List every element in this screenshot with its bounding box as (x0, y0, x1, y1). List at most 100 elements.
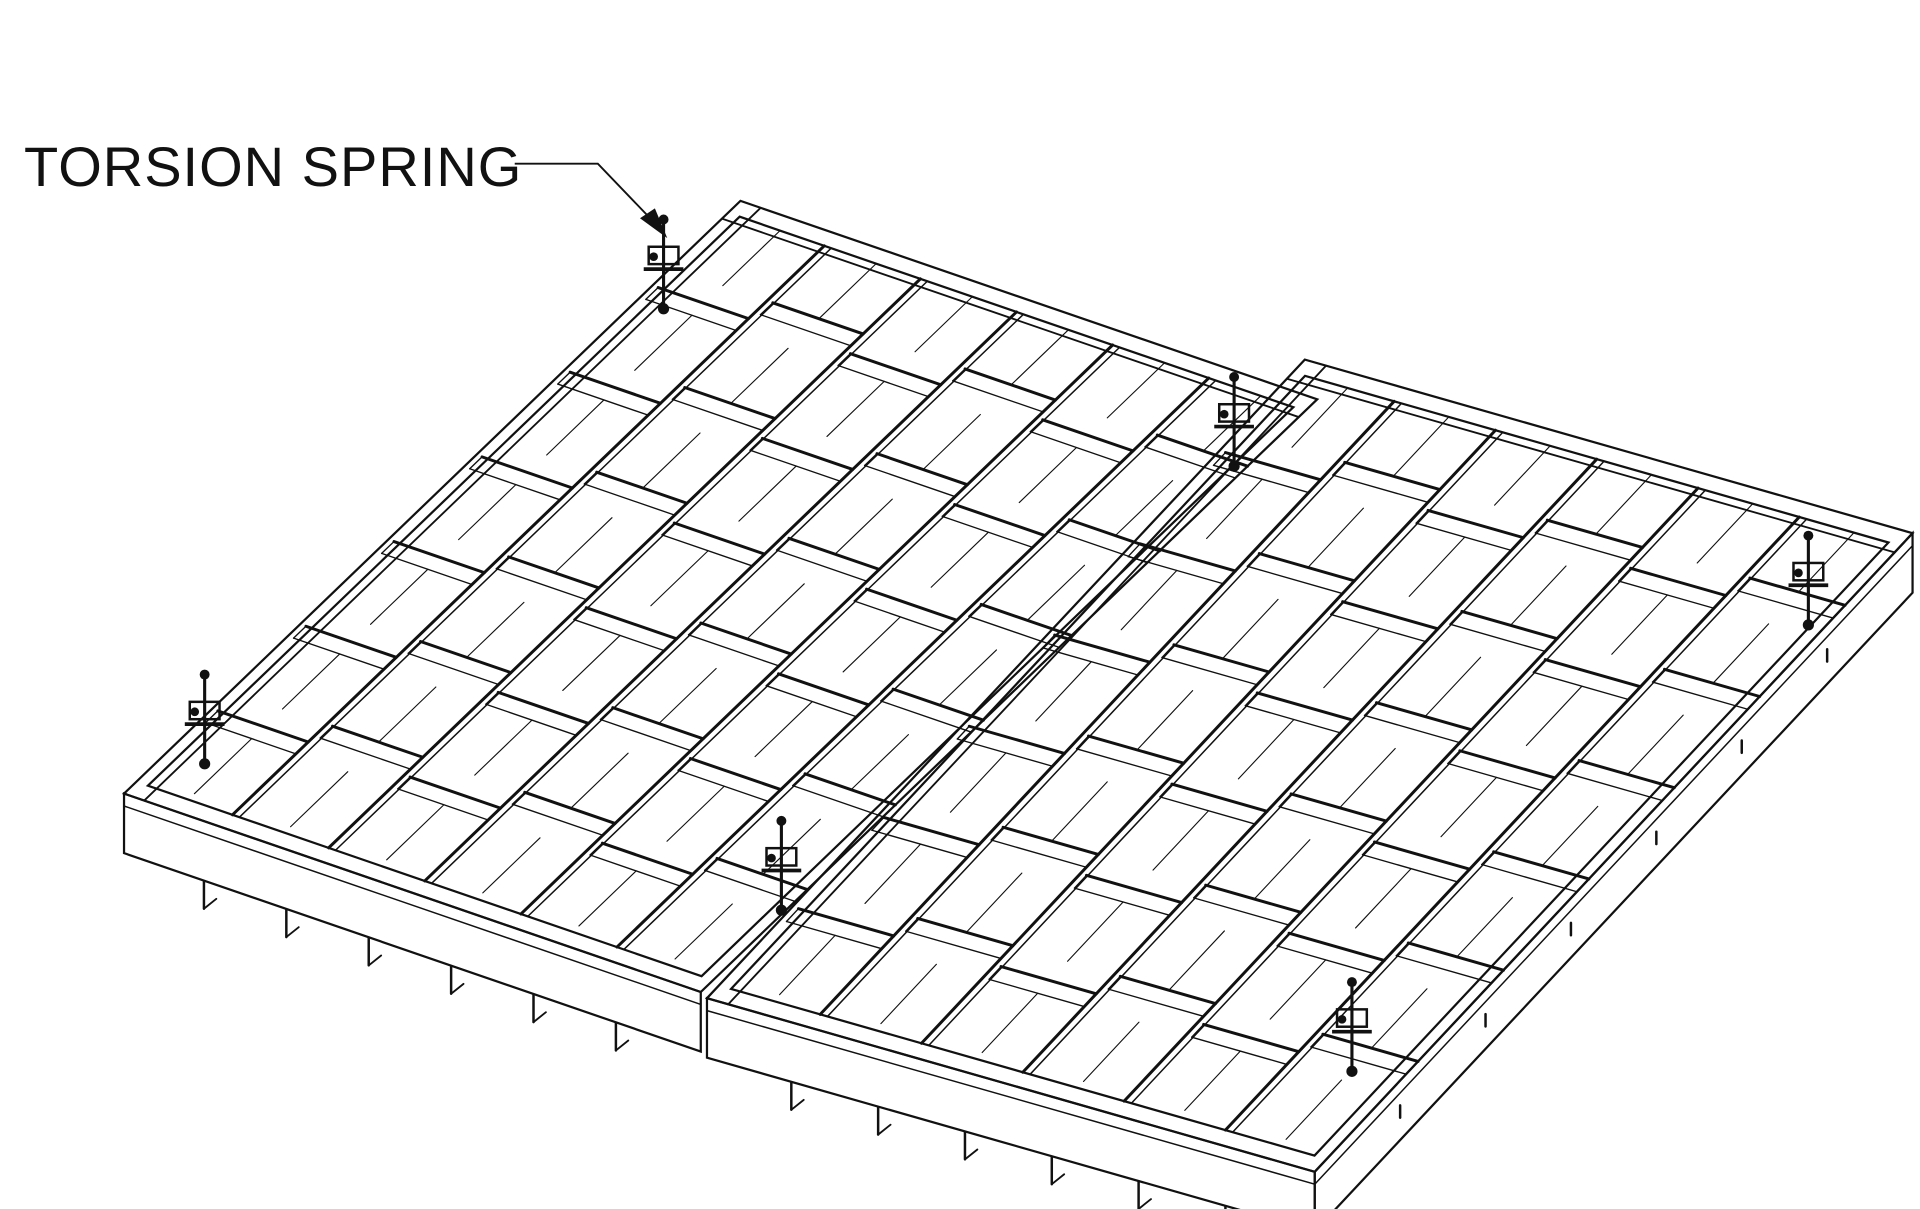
cross-bar-edge (380, 552, 473, 586)
cross-bar (584, 606, 679, 641)
cross-bar (1287, 931, 1386, 962)
cross-bar-edge (1144, 446, 1236, 479)
cell-rib (730, 347, 789, 404)
cell-rib (642, 432, 701, 489)
cross-bar-end (319, 725, 334, 739)
cross-bar (688, 757, 783, 792)
cross-bar (672, 521, 767, 556)
cell-rib (658, 667, 717, 725)
support-tab-foot (964, 1148, 979, 1161)
cell-rib (1307, 507, 1364, 569)
front-face-lip-right (706, 1009, 1316, 1185)
cross-bar-end (990, 826, 1004, 841)
cross-bar (1041, 418, 1135, 453)
torsion-spring-hinge-pin (1802, 619, 1814, 631)
cross-bar (865, 587, 959, 622)
cross-bar-end (292, 625, 307, 639)
cell-rib (834, 498, 893, 555)
cross-bar-end (1566, 759, 1580, 774)
cross-bar (875, 452, 969, 487)
cross-bar-edge (292, 637, 385, 670)
torsion-spring-coil-top (1346, 977, 1357, 988)
torsion-spring-coil (649, 252, 658, 262)
torsion-spring-bracket (647, 245, 680, 266)
cross-bar (1629, 566, 1728, 597)
cross-bar-edge (589, 854, 682, 887)
cell-rib (1408, 536, 1466, 597)
torsion-spring-hinge-pin (199, 758, 211, 770)
cross-bar-edge (1395, 955, 1493, 984)
cross-bar-end (1449, 610, 1463, 625)
cell-rib (826, 380, 885, 437)
cross-bar-edge (956, 738, 1054, 767)
cross-bar (507, 555, 601, 590)
cross-bar (419, 640, 513, 675)
cell-rib (779, 934, 836, 996)
cross-bar-end (1651, 668, 1666, 683)
cell-rib (1237, 718, 1295, 780)
cross-bar (496, 690, 591, 725)
torsion-spring-coil (190, 707, 200, 717)
cross-bar-end (1073, 874, 1088, 889)
cross-bar-edge (749, 449, 842, 482)
cell-rib (1010, 329, 1069, 386)
cell-rib (1051, 781, 1108, 842)
cross-bar-end (1310, 1033, 1324, 1048)
cross-bar (963, 367, 1057, 402)
cross-bar-edge (583, 483, 676, 516)
cell-rib (378, 686, 437, 743)
cross-bar-end (1107, 975, 1121, 990)
cell-rib (938, 649, 998, 706)
cross-bar (1545, 518, 1644, 549)
cross-bar-edge (1127, 555, 1225, 585)
cross-bar (1577, 759, 1676, 790)
cell-rib (666, 785, 725, 842)
cell-rib (1206, 478, 1263, 540)
longitudinal-bar (1122, 486, 1700, 1103)
cross-bar-end (749, 437, 764, 451)
longitudinal-bar-edge (430, 313, 1025, 885)
torsion-spring-hinge-pin (1228, 460, 1240, 472)
cross-bar (803, 772, 897, 807)
torsion-spring-bracket (1335, 1008, 1369, 1028)
cross-bar (1662, 667, 1762, 698)
cross-bar-edge (485, 703, 577, 736)
support-tab-foot (1050, 1173, 1066, 1186)
cross-bar-edge (1193, 897, 1290, 926)
cross-bar-edge (792, 784, 884, 818)
cross-bar (848, 352, 943, 387)
cross-bar-end (204, 710, 219, 724)
cell-rib (1440, 776, 1498, 838)
cross-bar-end (775, 537, 790, 551)
cross-bar (760, 436, 855, 471)
cross-bar-end (703, 857, 718, 871)
cross-bar (953, 502, 1047, 538)
cross-bar-end (1159, 783, 1173, 798)
cell-rib (369, 568, 429, 625)
cell-rib (570, 752, 629, 809)
longitudinal-bar-edge (527, 346, 1121, 918)
support-tab-foot (790, 1098, 805, 1111)
cross-bar (216, 709, 310, 744)
cross-bar-end (1144, 434, 1158, 448)
cross-bar-end (599, 706, 614, 721)
cross-bar-edge (1534, 532, 1632, 561)
cross-bar-edge (1161, 656, 1258, 686)
cell-rib (466, 601, 525, 658)
cross-bar-edge (1073, 887, 1171, 916)
cell-rib (722, 230, 781, 287)
cross-bar-edge (1651, 681, 1749, 710)
cross-bar-end (1246, 552, 1260, 568)
torsion-spring-coil (1219, 409, 1229, 419)
cross-bar-end (677, 757, 692, 772)
cross-bar-edge (837, 364, 930, 398)
cross-bar (979, 602, 1074, 638)
cell-rib (1627, 714, 1684, 775)
cell-rib (546, 399, 605, 456)
cross-bar (1543, 658, 1642, 689)
cross-bar-end (1276, 932, 1290, 947)
cross-bar-end (1332, 461, 1346, 476)
cross-bar-edge (511, 803, 604, 836)
cell-rib (458, 484, 517, 541)
support-tab-foot (614, 1039, 630, 1052)
